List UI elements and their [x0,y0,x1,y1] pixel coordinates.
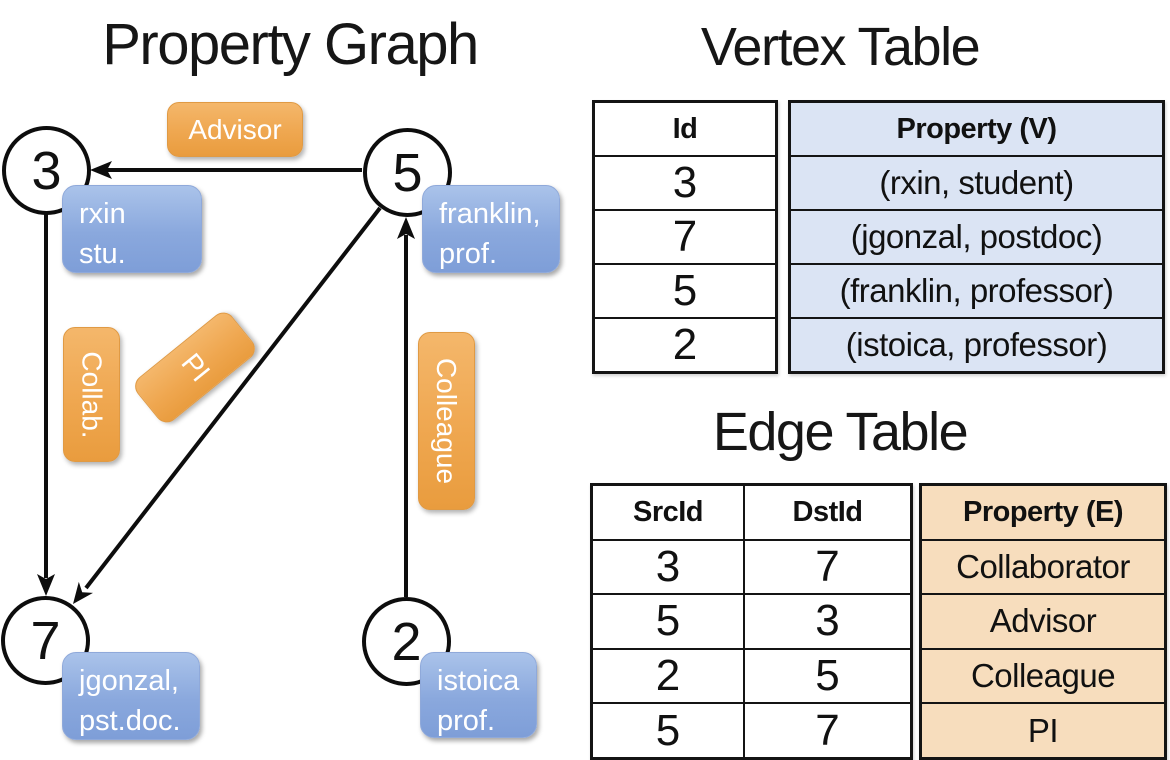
edge-collab-arrowhead [37,574,55,596]
graph-node-7-id: 7 [30,610,61,671]
edge-table-header-row: SrcId DstId [593,486,910,539]
edge-table-property-cell: Colleague [922,647,1164,703]
edge-table-src-header: SrcId [632,495,704,528]
vertex-table-property-cell: (jgonzal, postdoc) [791,209,1162,263]
vertex-property-line: stu. [79,238,126,270]
edge-table-row: 2 5 [593,647,910,703]
edge-label-collab-text: Collab. [76,350,108,439]
vertex-property-line: pst.doc. [79,705,181,737]
edge-table-dst-cell: 7 [743,540,910,594]
graph-node-3-id: 3 [31,140,62,201]
edge-label-colleague-text: Colleague [431,357,463,485]
edge-table-row: 5 3 [593,593,910,648]
vertex-table-id-header: Id [672,112,698,145]
edge-pi-line [84,206,382,590]
edge-label-pi-text: PI [175,347,216,388]
edge-table-property-cell: PI [922,702,1164,757]
edge-table-id-columns: SrcId DstId 3 7 5 3 2 5 5 7 [590,483,913,760]
edge-label-advisor-text: Advisor [188,113,282,145]
edge-advisor [90,161,362,179]
vertex-table-id-cell: 3 [595,155,775,209]
edge-colleague-arrowhead [397,217,415,239]
vertex-table-title: Vertex Table [700,17,981,77]
edge-label-colleague: Colleague [418,332,475,510]
vertex-property-line: jgonzal, [79,665,179,697]
edge-table-property-header: Property (E) [963,495,1123,528]
vertex-property-box-franklin: franklin, prof. [422,185,560,273]
graph-edges-layer [37,161,415,604]
vertex-property-line: prof. [439,238,498,270]
edge-advisor-arrowhead [90,161,112,179]
edge-pi-arrowhead [73,581,93,604]
vertex-property-box-jgonzal: jgonzal, pst.doc. [62,652,200,740]
edge-colleague [397,217,415,597]
edge-table-row: 3 7 [593,538,910,594]
edge-pi [73,206,382,604]
edge-label-advisor: Advisor [167,102,303,157]
graph-node-5-id: 5 [392,142,423,203]
edge-table-property-cell: Collaborator [922,538,1164,594]
edge-collab [37,214,55,596]
edge-table-property-column: Property (E) Collaborator Advisor Collea… [919,483,1167,760]
vertex-table-property-cell: (franklin, professor) [791,263,1162,317]
edge-table-dst-cell: 5 [743,649,910,703]
edge-table-row: 5 7 [593,702,910,757]
edge-table-src-cell: 5 [655,596,681,646]
vertex-table-id-cell: 7 [595,209,775,263]
edge-table-title: Edge Table [712,402,969,462]
vertex-table-property-cell: (istoica, professor) [791,317,1162,371]
property-graph-title: Property Graph [102,12,479,77]
edge-table-src-cell: 5 [655,705,681,755]
edge-table-dst-cell: 3 [743,595,910,648]
graph-node-2-id: 2 [391,611,422,672]
vertex-property-line: prof. [437,705,496,737]
edge-label-collab: Collab. [63,327,120,462]
edge-table-dst-cell: 7 [743,704,910,757]
vertex-table-property-column: Property (V) (rxin, student) (jgonzal, p… [788,100,1165,374]
graph-node-2: 2 [362,597,451,686]
vertex-property-line: istoica [437,665,520,697]
vertex-table-id-cell: 5 [595,263,775,317]
vertex-table-id-cell: 2 [595,317,775,371]
edge-table-src-cell: 2 [655,651,681,701]
vertex-table-property-cell: (rxin, student) [791,155,1162,209]
edge-table-dst-header: DstId [743,486,910,539]
edge-table-property-cell: Advisor [922,593,1164,648]
edge-table-src-cell: 3 [655,541,681,591]
vertex-table-id-column: Id 3 7 5 2 [592,100,778,374]
vertex-property-box-istoica: istoica prof. [420,652,537,738]
vertex-property-line: franklin, [439,198,541,230]
vertex-property-box-rxin: rxin stu. [62,185,202,273]
vertex-property-line: rxin [79,198,126,230]
vertex-table-property-header: Property (V) [896,112,1057,145]
